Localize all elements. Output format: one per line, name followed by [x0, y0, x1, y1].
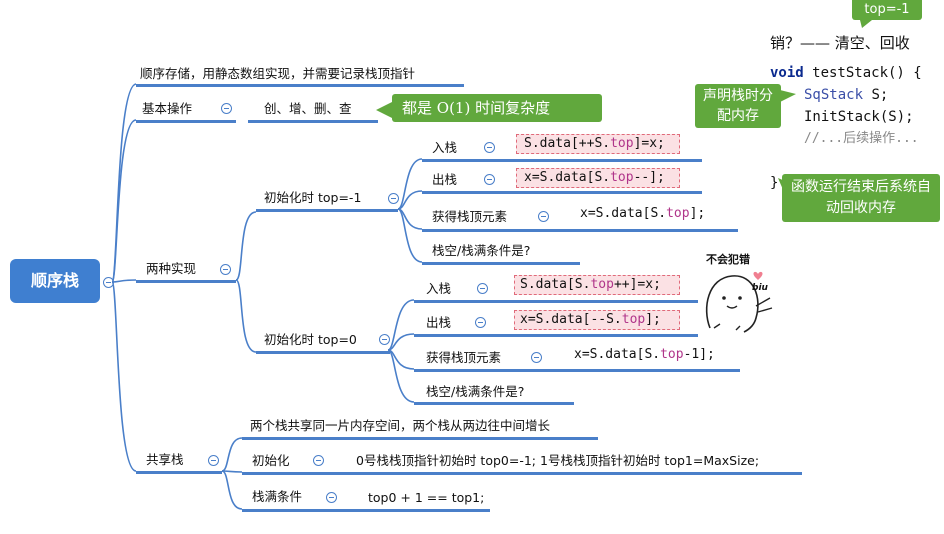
shared-full-collapse-icon[interactable]: [326, 492, 337, 503]
complexity-callout-arrow: [376, 100, 396, 120]
sticker-biu: biu: [752, 283, 768, 293]
cartoon-face-sticker: [705, 271, 773, 333]
impl-collapse-icon[interactable]: [220, 264, 231, 275]
m1-get-code: x=S.data[S.top];: [580, 206, 706, 221]
storage-text: 顺序存储，用静态数组实现，并需要记录栈顶指针: [140, 66, 416, 81]
shared-desc: 两个栈共享同一片内存空间，两个栈从两边往中间增长: [250, 418, 551, 433]
m1-push-underline: [422, 159, 702, 162]
m1-get-collapse-icon[interactable]: [538, 211, 549, 222]
m1-push-code: S.data[++S.top]=x;: [524, 136, 665, 151]
shared-full-label: 栈满条件: [252, 489, 303, 504]
z-push-collapse-icon[interactable]: [477, 283, 488, 294]
root-collapse-icon[interactable]: [103, 277, 114, 288]
m1-pop-collapse-icon[interactable]: [484, 174, 495, 185]
root-label: 顺序栈: [30, 271, 79, 290]
m1-cond-label: 栈空/栈满条件是?: [432, 243, 531, 258]
init-minus1-underline: [256, 209, 398, 212]
z-pop-collapse-icon[interactable]: [475, 317, 486, 328]
alloc-callout-pointer: [780, 90, 796, 102]
m1-pop-code-highlight: [516, 168, 680, 188]
basic-ops-collapse-icon[interactable]: [221, 103, 232, 114]
m1-get-label: 获得栈顶元素: [432, 209, 508, 224]
impl-label: 两种实现: [146, 261, 197, 276]
m1-push-label: 入栈: [432, 140, 458, 155]
z-pop-code-highlight: [514, 310, 680, 330]
z-push-code: S.data[S.top++]=x;: [520, 277, 661, 292]
shared-desc-underline: [242, 437, 598, 440]
z-push-underline: [414, 300, 698, 303]
z-cond-underline: [414, 402, 574, 405]
z-get-underline: [414, 369, 740, 372]
z-pop-underline: [414, 334, 698, 337]
z-get-label: 获得栈顶元素: [426, 350, 502, 365]
root-node[interactable]: [10, 259, 100, 303]
shared-init-text: 0号栈栈顶指针初始时 top0=-1; 1号栈栈顶指针初始时 top1=MaxS…: [356, 453, 760, 468]
sticker-caption: 不会犯错: [706, 253, 750, 266]
z-cond-label: 栈空/栈满条件是?: [426, 384, 525, 399]
code-line-4: //...后续操作...: [804, 131, 919, 146]
m1-get-underline: [422, 229, 738, 232]
shared-full-underline: [242, 509, 490, 512]
shared-collapse-icon[interactable]: [208, 455, 219, 466]
shared-full-text: top0 + 1 == top1;: [368, 490, 485, 505]
shared-underline: [136, 471, 222, 474]
top-value-tag: top=-1: [852, 0, 922, 20]
basic-ops-list: 创、增、删、查: [264, 101, 352, 116]
init-minus1-label: 初始化时 top=-1: [264, 190, 362, 205]
storage-underline: [136, 84, 464, 87]
destroy-text: 销？—— 清空、回收: [770, 34, 910, 52]
top-value-tag-pointer: [860, 20, 872, 28]
z-push-label: 入栈: [426, 281, 452, 296]
m1-cond-underline: [422, 262, 580, 265]
basic-ops-underline: [136, 120, 236, 123]
m1-pop-underline: [422, 191, 702, 194]
m1-pop-code: x=S.data[S.top--];: [524, 170, 665, 185]
code-line-3: InitStack(S);: [804, 109, 914, 125]
z-get-collapse-icon[interactable]: [531, 352, 542, 363]
init-zero-collapse-icon[interactable]: [379, 334, 390, 345]
z-push-code-highlight: [514, 275, 680, 295]
shared-init-label: 初始化: [252, 453, 290, 468]
m1-push-collapse-icon[interactable]: [484, 142, 495, 153]
init-minus1-collapse-icon[interactable]: [388, 193, 399, 204]
complexity-callout: 都是 O(1) 时间复杂度: [392, 94, 602, 122]
z-get-code: x=S.data[S.top-1];: [574, 347, 715, 362]
code-line-1: void testStack() {: [770, 65, 922, 81]
code-line-5: }: [770, 175, 779, 191]
impl-underline: [136, 280, 236, 283]
shared-label: 共享栈: [146, 452, 184, 467]
code-line-2: SqStack S;: [804, 87, 889, 103]
init-zero-underline: [256, 351, 390, 354]
shared-init-underline: [242, 472, 802, 475]
z-pop-label: 出栈: [426, 315, 452, 330]
init-zero-label: 初始化时 top=0: [264, 332, 357, 347]
alloc-callout: 声明栈时分配内存: [695, 84, 781, 128]
basic-ops-list-underline: [248, 120, 378, 123]
free-callout: 函数运行结束后系统自动回收内存: [782, 174, 940, 222]
z-pop-code: x=S.data[--S.top];: [520, 312, 661, 327]
m1-push-code-highlight: [516, 134, 680, 154]
basic-ops-label: 基本操作: [142, 101, 193, 116]
m1-pop-label: 出栈: [432, 172, 458, 187]
shared-init-collapse-icon[interactable]: [313, 455, 324, 466]
